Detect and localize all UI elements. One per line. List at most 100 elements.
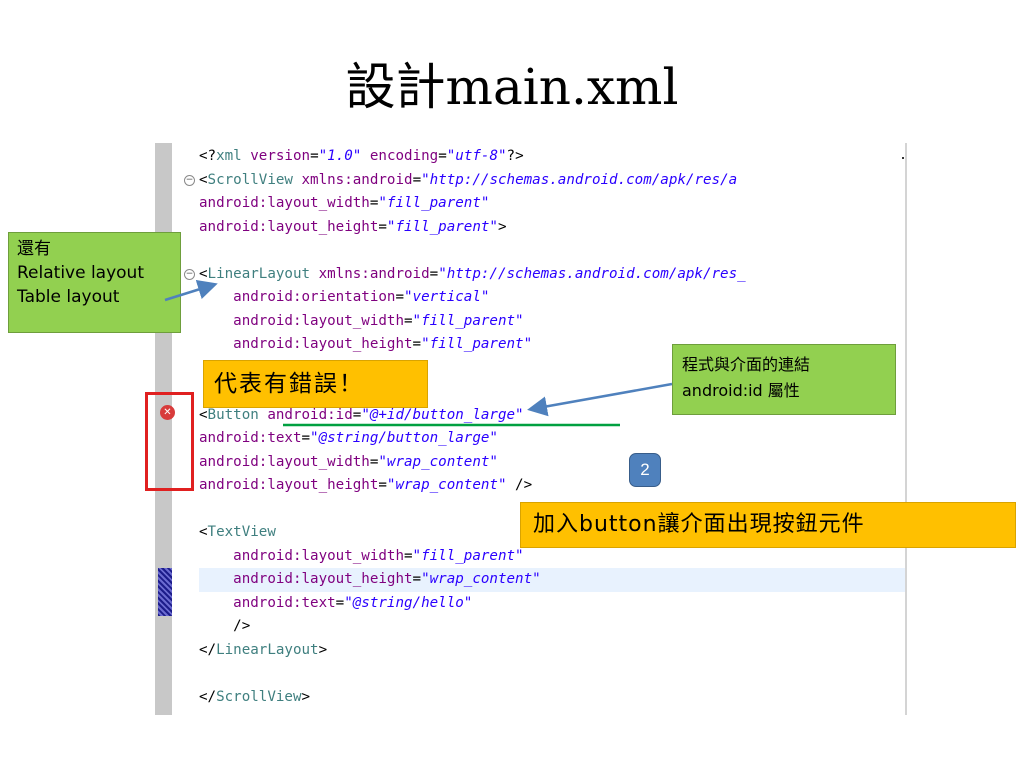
code-line[interactable]: android:layout_height="fill_parent"	[199, 333, 905, 357]
code-token: android:layout_width	[199, 195, 370, 211]
code-token: "fill_parent"	[412, 312, 524, 329]
code-token: android:layout_height	[199, 218, 379, 235]
code-token: android:orientation	[199, 289, 396, 305]
code-token: </	[199, 688, 217, 705]
code-line[interactable]: android:layout_height="wrap_content"	[199, 568, 905, 592]
code-token: =	[378, 218, 387, 235]
code-token: =	[404, 547, 413, 564]
layouts-callout-line1: 還有	[17, 239, 51, 259]
android-id-callout-line2: android:id 屬性	[682, 381, 800, 400]
code-token: "wrap_content"	[421, 571, 541, 587]
code-token: "wrap_content"	[386, 477, 507, 493]
code-line[interactable]: android:orientation="vertical"	[199, 286, 905, 310]
layouts-callout-line3: Table layout	[17, 287, 120, 307]
editor-right-border	[905, 143, 907, 715]
code-token: =	[335, 594, 345, 611]
code-line[interactable]: </LinearLayout>	[199, 639, 905, 663]
code-token: android:text	[199, 430, 302, 446]
code-token: encoding	[361, 148, 439, 164]
code-token: =	[395, 289, 405, 305]
code-token: "http://schemas.android.com/apk/res/a	[421, 171, 738, 188]
code-line[interactable]: <TextView	[199, 521, 905, 545]
code-token: </	[199, 641, 217, 658]
code-line[interactable]: <?xml version="1.0" encoding="utf-8"?>	[199, 145, 905, 169]
code-token: =	[412, 336, 422, 352]
code-token: ScrollView	[207, 171, 302, 188]
code-token: />	[506, 477, 533, 493]
code-token: "1.0"	[318, 148, 362, 164]
code-token: xml	[216, 148, 251, 164]
code-token: android:text	[199, 594, 336, 611]
code-area[interactable]: <?xml version="1.0" encoding="utf-8"?><S…	[199, 143, 905, 715]
code-token: android:layout_width	[199, 312, 404, 329]
code-token: =	[429, 265, 439, 282]
error-highlight-box	[145, 392, 194, 491]
fold-collapse-icon[interactable]: −	[184, 268, 195, 280]
code-token: android:id	[267, 406, 353, 423]
fold-collapse-icon[interactable]: −	[184, 174, 195, 186]
code-line[interactable]: android:layout_width="wrap_content"	[199, 451, 905, 475]
code-line[interactable]: android:layout_width="fill_parent"	[199, 545, 905, 569]
code-token: =	[378, 477, 387, 493]
code-token: =	[352, 406, 362, 423]
code-token: "utf-8"	[446, 148, 507, 164]
code-token: />	[199, 618, 251, 634]
code-line[interactable]: <Button android:id="@+id/button_large"	[199, 404, 905, 428]
step-badge: 2	[629, 453, 661, 487]
code-token: =	[301, 430, 311, 446]
code-line[interactable]: />	[199, 615, 905, 639]
code-token: "fill_parent"	[412, 547, 524, 564]
code-token: =	[404, 312, 413, 329]
xml-editor[interactable]: <?xml version="1.0" encoding="utf-8"?><S…	[155, 143, 907, 715]
editor-dot	[902, 157, 904, 159]
code-line[interactable]	[199, 662, 905, 686]
layouts-callout: 還有 Relative layout Table layout	[8, 232, 181, 333]
code-token: "fill_parent"	[378, 195, 490, 211]
code-token: <	[199, 524, 208, 540]
code-token: LinearLayout	[207, 265, 319, 282]
code-token: "@string/hello"	[344, 594, 473, 611]
code-token: android:layout_height	[199, 477, 379, 493]
slide-title: 設計main.xml	[345, 58, 679, 116]
add-button-callout: 加入button讓介面出現按鈕元件	[520, 502, 1016, 548]
layouts-callout-line2: Relative layout	[17, 263, 145, 283]
code-token: "@+id/button_large"	[361, 406, 524, 423]
code-line[interactable]	[199, 239, 905, 263]
code-line[interactable]: android:layout_height="fill_parent">	[199, 216, 905, 240]
code-token: <	[199, 265, 208, 282]
code-token: android:layout_width	[199, 453, 370, 470]
code-line[interactable]: <LinearLayout xmlns:android="http://sche…	[199, 263, 905, 287]
code-token: =	[369, 453, 379, 470]
code-token: "vertical"	[404, 289, 490, 305]
error-callout: 代表有錯誤！	[203, 360, 428, 408]
code-token: >	[301, 688, 311, 705]
code-token: version	[250, 148, 311, 164]
code-token: <	[199, 406, 208, 423]
android-id-callout: 程式與介面的連結 android:id 屬性	[672, 344, 896, 415]
code-token: =	[412, 171, 422, 188]
code-token: >	[497, 218, 507, 235]
code-token: android:layout_width	[199, 547, 404, 564]
code-token: =	[412, 571, 422, 587]
code-token: =	[438, 148, 447, 164]
code-token: <?	[199, 148, 217, 164]
code-line[interactable]: android:text="@string/hello"	[199, 592, 905, 616]
code-token: <	[199, 171, 208, 188]
error-icon[interactable]: ✕	[160, 405, 175, 420]
code-token: >	[318, 641, 328, 658]
code-line[interactable]: android:text="@string/button_large"	[199, 427, 905, 451]
code-token: xmlns:android	[318, 265, 430, 282]
code-line[interactable]: </ScrollView>	[199, 686, 905, 710]
code-token: Button	[207, 406, 268, 423]
android-id-callout-line1: 程式與介面的連結	[682, 355, 811, 374]
code-token: "fill_parent"	[421, 336, 533, 352]
code-line[interactable]: android:layout_height="wrap_content" />	[199, 474, 905, 498]
code-line[interactable]: <ScrollView xmlns:android="http://schema…	[199, 169, 905, 193]
ruler-selection-marker[interactable]	[158, 568, 172, 616]
code-token: LinearLayout	[216, 641, 319, 658]
code-line[interactable]: android:layout_width="fill_parent"	[199, 192, 905, 216]
code-token: "http://schemas.android.com/apk/res_	[438, 265, 746, 282]
code-line[interactable]: android:layout_width="fill_parent"	[199, 310, 905, 334]
code-token: =	[310, 148, 319, 164]
code-token: "@string/button_large"	[310, 430, 498, 446]
